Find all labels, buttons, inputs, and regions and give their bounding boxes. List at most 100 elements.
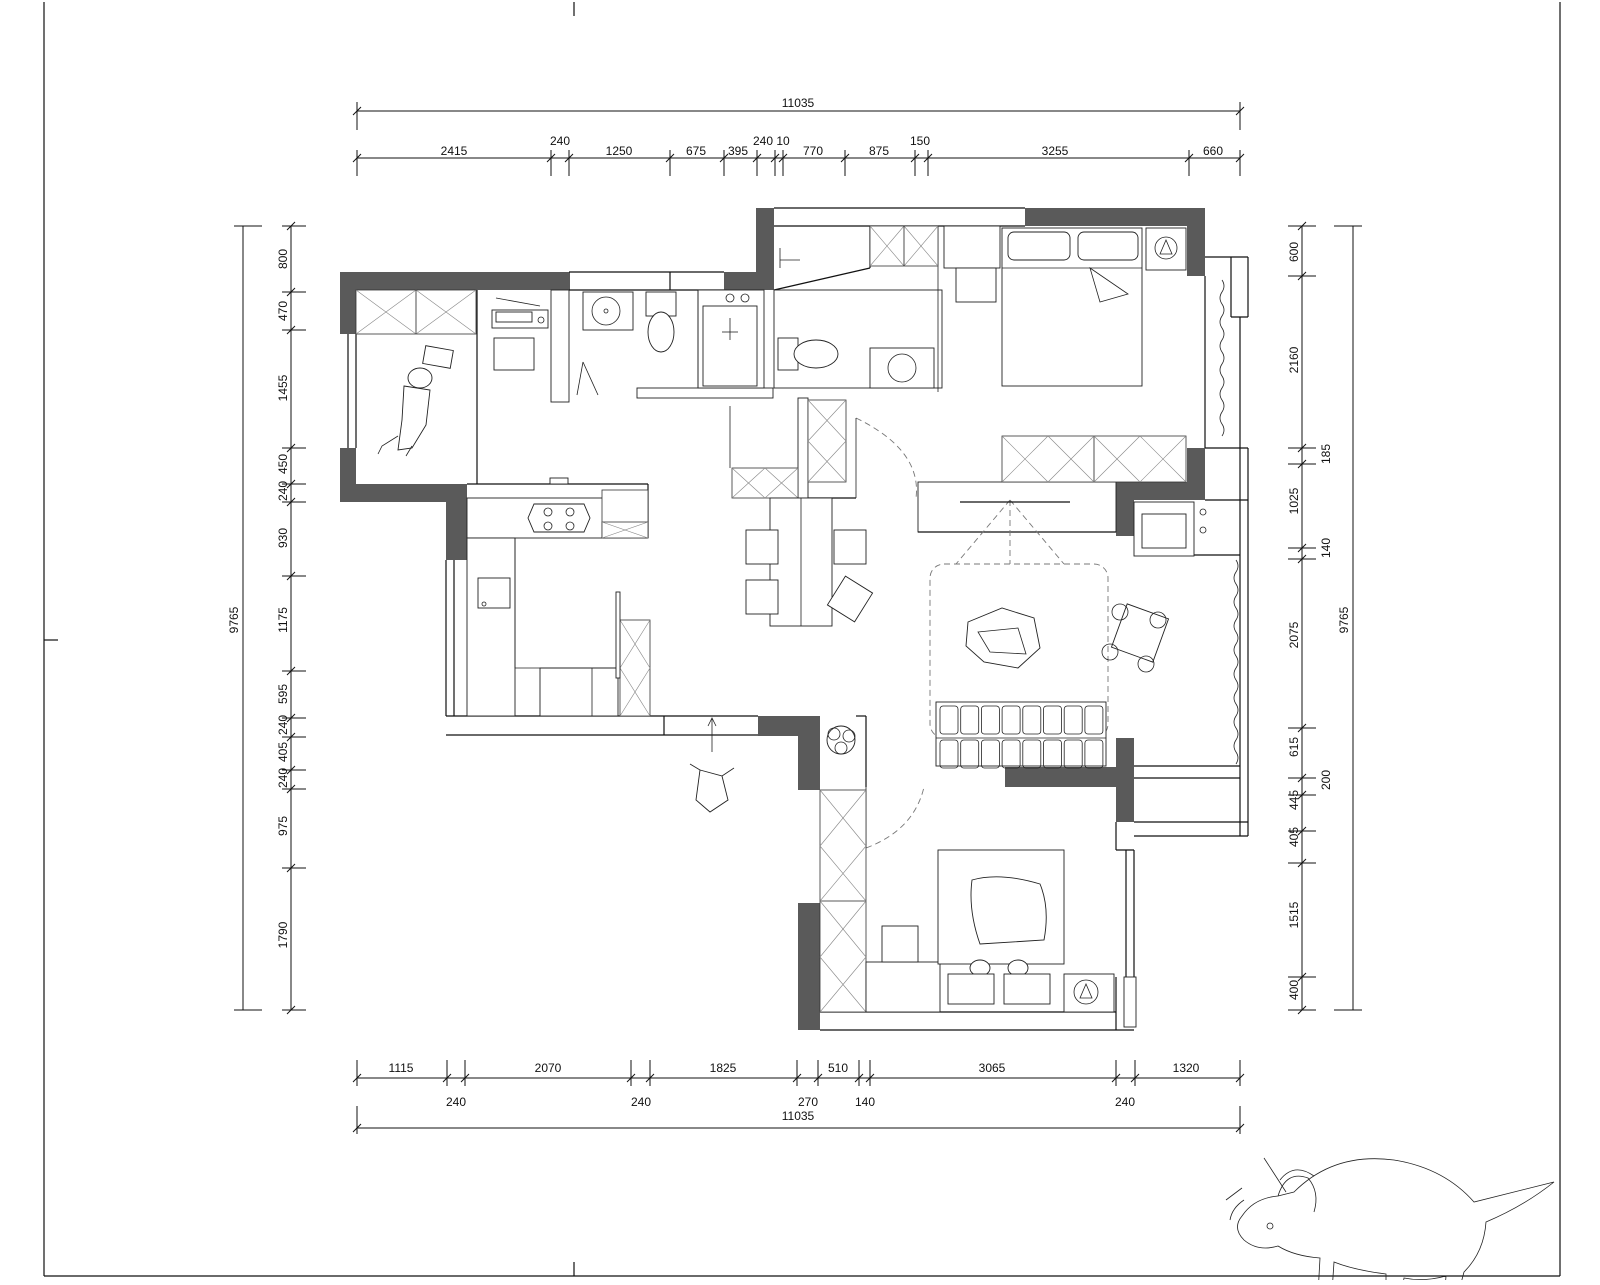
wall-study-top (340, 272, 570, 290)
kitchen-fridge (601, 489, 649, 539)
bath1-toilet (645, 291, 677, 353)
dimension-slash (1235, 1073, 1245, 1083)
bottom-seg-140: 140 (855, 1095, 875, 1109)
dimension-slash (1297, 554, 1307, 564)
bottom-seg-1115: 1115 (389, 1061, 414, 1075)
right-total-label: 9765 (1337, 606, 1351, 633)
triceratops-sketch-icon (1225, 1157, 1555, 1285)
sofa-cushion (960, 739, 980, 769)
kitchen-counter (466, 537, 620, 717)
left-seg-240c: 240 (276, 768, 290, 788)
sofa-cushion (981, 739, 1000, 769)
top-total-label: 11035 (782, 96, 815, 110)
right-seg-200: 200 (1319, 770, 1333, 790)
top-seg-2415: 2415 (441, 144, 468, 158)
right-seg-615: 615 (1287, 737, 1301, 757)
bottom-seg-1320: 1320 (1173, 1061, 1200, 1075)
dimension-slash (546, 153, 556, 163)
dimension-slash (286, 221, 296, 231)
bottom-seg-1825: 1825 (710, 1061, 737, 1075)
dimension-slash (792, 1073, 802, 1083)
bottom-dimension-chain: 1115 2070 1825 510 3065 1320 240 240 270… (352, 1060, 1245, 1109)
wall-balcony-end (1116, 482, 1134, 536)
balcony-curtain (1233, 559, 1239, 765)
left-seg-975: 975 (276, 816, 290, 836)
left-seg-470: 470 (276, 301, 290, 321)
bedroom3-wardrobe (819, 789, 867, 1013)
dimension-slash (854, 1073, 864, 1083)
sofa-cushion (1001, 705, 1021, 735)
left-dimension-total: 9765 (227, 225, 262, 1011)
dimension-slash (813, 1073, 823, 1083)
dimension-slash (1297, 773, 1307, 783)
sofa-cushion (1063, 705, 1083, 735)
dining-chairs (745, 529, 874, 623)
master-wardrobe (1001, 435, 1187, 483)
dimension-slash (286, 666, 296, 676)
person-lying-icon (377, 345, 454, 457)
dimension-slash (286, 713, 296, 723)
dimension-slash (286, 443, 296, 453)
dimension-slash (286, 1005, 296, 1015)
top-dimension-total: 11035 (352, 96, 1245, 130)
sofa-cushion (981, 705, 1000, 735)
wall-master-right (1187, 208, 1205, 276)
dimension-slash (1184, 153, 1194, 163)
dimension-slash (286, 863, 296, 873)
bottom-seg-270: 270 (798, 1095, 818, 1109)
left-seg-1455: 1455 (276, 374, 290, 401)
bedroom3-desk (865, 925, 941, 1013)
master-bed (1001, 227, 1143, 387)
dimension-slash (286, 765, 296, 775)
armchair-icon (965, 607, 1041, 669)
dimension-slash (840, 153, 850, 163)
wall-kitchen-left (446, 484, 467, 560)
sofa-cushion (939, 705, 959, 735)
wall-study-left-upper (340, 272, 356, 334)
dimension-slash (286, 497, 296, 507)
dimension-slash (1235, 153, 1245, 163)
dimension-slash (626, 1073, 636, 1083)
wall-master-top (1025, 208, 1205, 226)
plant-icon (826, 725, 856, 755)
bath2-cabinet (869, 225, 939, 267)
dimension-slash (1297, 723, 1307, 733)
top-seg-150: 150 (910, 134, 930, 148)
dimension-slash (1297, 459, 1307, 469)
master-nightstand-right (1145, 227, 1187, 271)
dimension-slash (1297, 271, 1307, 281)
top-seg-770: 770 (803, 144, 823, 158)
dimension-slash (1111, 1073, 1121, 1083)
wall-bath1-top-right (724, 272, 764, 290)
kitchen-tall-cabinet (615, 591, 651, 717)
right-seg-600: 600 (1287, 242, 1301, 262)
right-dimension-chain: 600 2160 185 1025 140 2075 615 200 445 4… (1287, 221, 1333, 1015)
master-nightstand-left (943, 225, 1001, 303)
right-seg-405: 405 (1287, 827, 1301, 847)
bath1-sink (582, 291, 634, 331)
bath2-toilet (777, 337, 839, 371)
dimension-slash (1297, 826, 1307, 836)
wall-study-bottom (340, 484, 467, 502)
bottom-dimension-total: 11035 (352, 1106, 1245, 1134)
dimension-slash (352, 153, 362, 163)
study-desk (491, 297, 549, 371)
left-seg-930: 930 (276, 528, 290, 548)
sofa-cushion (1001, 739, 1021, 769)
left-seg-405: 405 (276, 742, 290, 762)
sofa-cushion (1022, 739, 1042, 769)
dimension-slash (286, 325, 296, 335)
bedroom3-nightstands (947, 973, 1115, 1013)
right-dimension-total: 9765 (1334, 225, 1362, 1011)
dimension-slash (352, 1073, 362, 1083)
balcony-washer (1133, 501, 1207, 557)
left-seg-595: 595 (276, 684, 290, 704)
sofa-cushion (1043, 705, 1062, 735)
dining-table (769, 497, 833, 627)
sofa-cushion (1084, 705, 1104, 735)
dimension-slash (770, 153, 780, 163)
bottom-seg-2070: 2070 (535, 1061, 562, 1075)
top-seg-875: 875 (869, 144, 889, 158)
dimension-slash (1297, 790, 1307, 800)
bottom-seg-240a: 240 (446, 1095, 466, 1109)
